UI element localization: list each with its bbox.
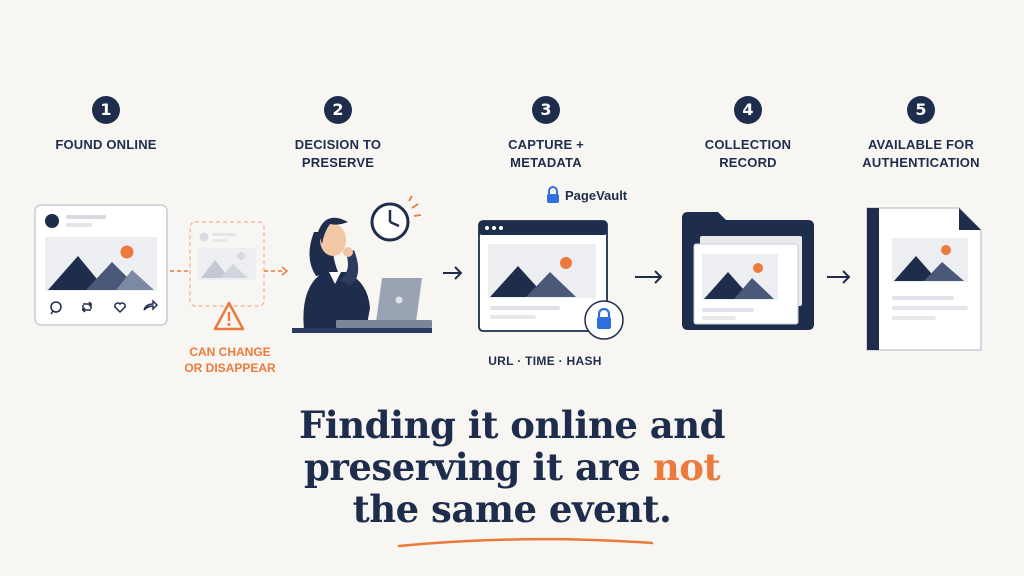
clock-icon [370,195,422,242]
step-number-badge: 2 [324,96,352,124]
brand-name: PageVault [565,187,628,203]
lock-icon [547,186,559,203]
headline-line-1: Finding it online and [298,403,726,447]
step-3: 3 CAPTURE + METADATA [486,96,606,172]
headline-line-3: the same event. [352,487,672,531]
pagevault-brand: PageVault [546,186,627,204]
arrow-right-icon [827,270,851,284]
capture-metadata-label: URL · TIME · HASH [488,354,602,368]
arrow-right-icon [635,270,663,284]
step-title: AVAILABLE FOR AUTHENTICATION [862,137,980,170]
warning-label: CAN CHANGE OR DISAPPEAR [184,345,276,375]
social-post-illustration [34,204,168,326]
share-icon [143,299,158,311]
step-title: DECISION TO PRESERVE [294,137,382,170]
headline-line-2-text: preserving it are [303,445,653,489]
step-2: 2 DECISION TO PRESERVE [278,96,398,172]
step-number-badge: 1 [92,96,120,124]
collection-folder-illustration [682,212,814,330]
headline-accent-word: not [652,445,721,489]
headline: Finding it online and preserving it are … [212,404,812,530]
arrow-right-icon [443,266,463,280]
step-4: 4 COLLECTION RECORD [688,96,808,172]
step-title: CAPTURE + METADATA [508,137,584,170]
step-number-badge: 5 [907,96,935,124]
step-title: FOUND ONLINE [55,137,157,152]
step-number-badge: 3 [532,96,560,124]
browser-capture-illustration [478,220,624,340]
dashed-connector [170,221,289,307]
headline-line-2: preserving it are not [212,446,812,488]
step-1: 1 FOUND ONLINE [46,96,166,154]
person-at-laptop-illustration [292,195,432,333]
repost-icon [81,301,93,313]
step-number-badge: 4 [734,96,762,124]
step-5: 5 AVAILABLE FOR AUTHENTICATION [856,96,986,172]
lock-badge-icon [584,300,624,340]
authenticated-document-illustration [866,207,982,351]
step-title: COLLECTION RECORD [704,137,792,170]
comment-icon [50,301,62,315]
headline-underline [397,537,654,548]
warning-triangle-icon [213,301,245,331]
heart-icon [114,302,126,314]
